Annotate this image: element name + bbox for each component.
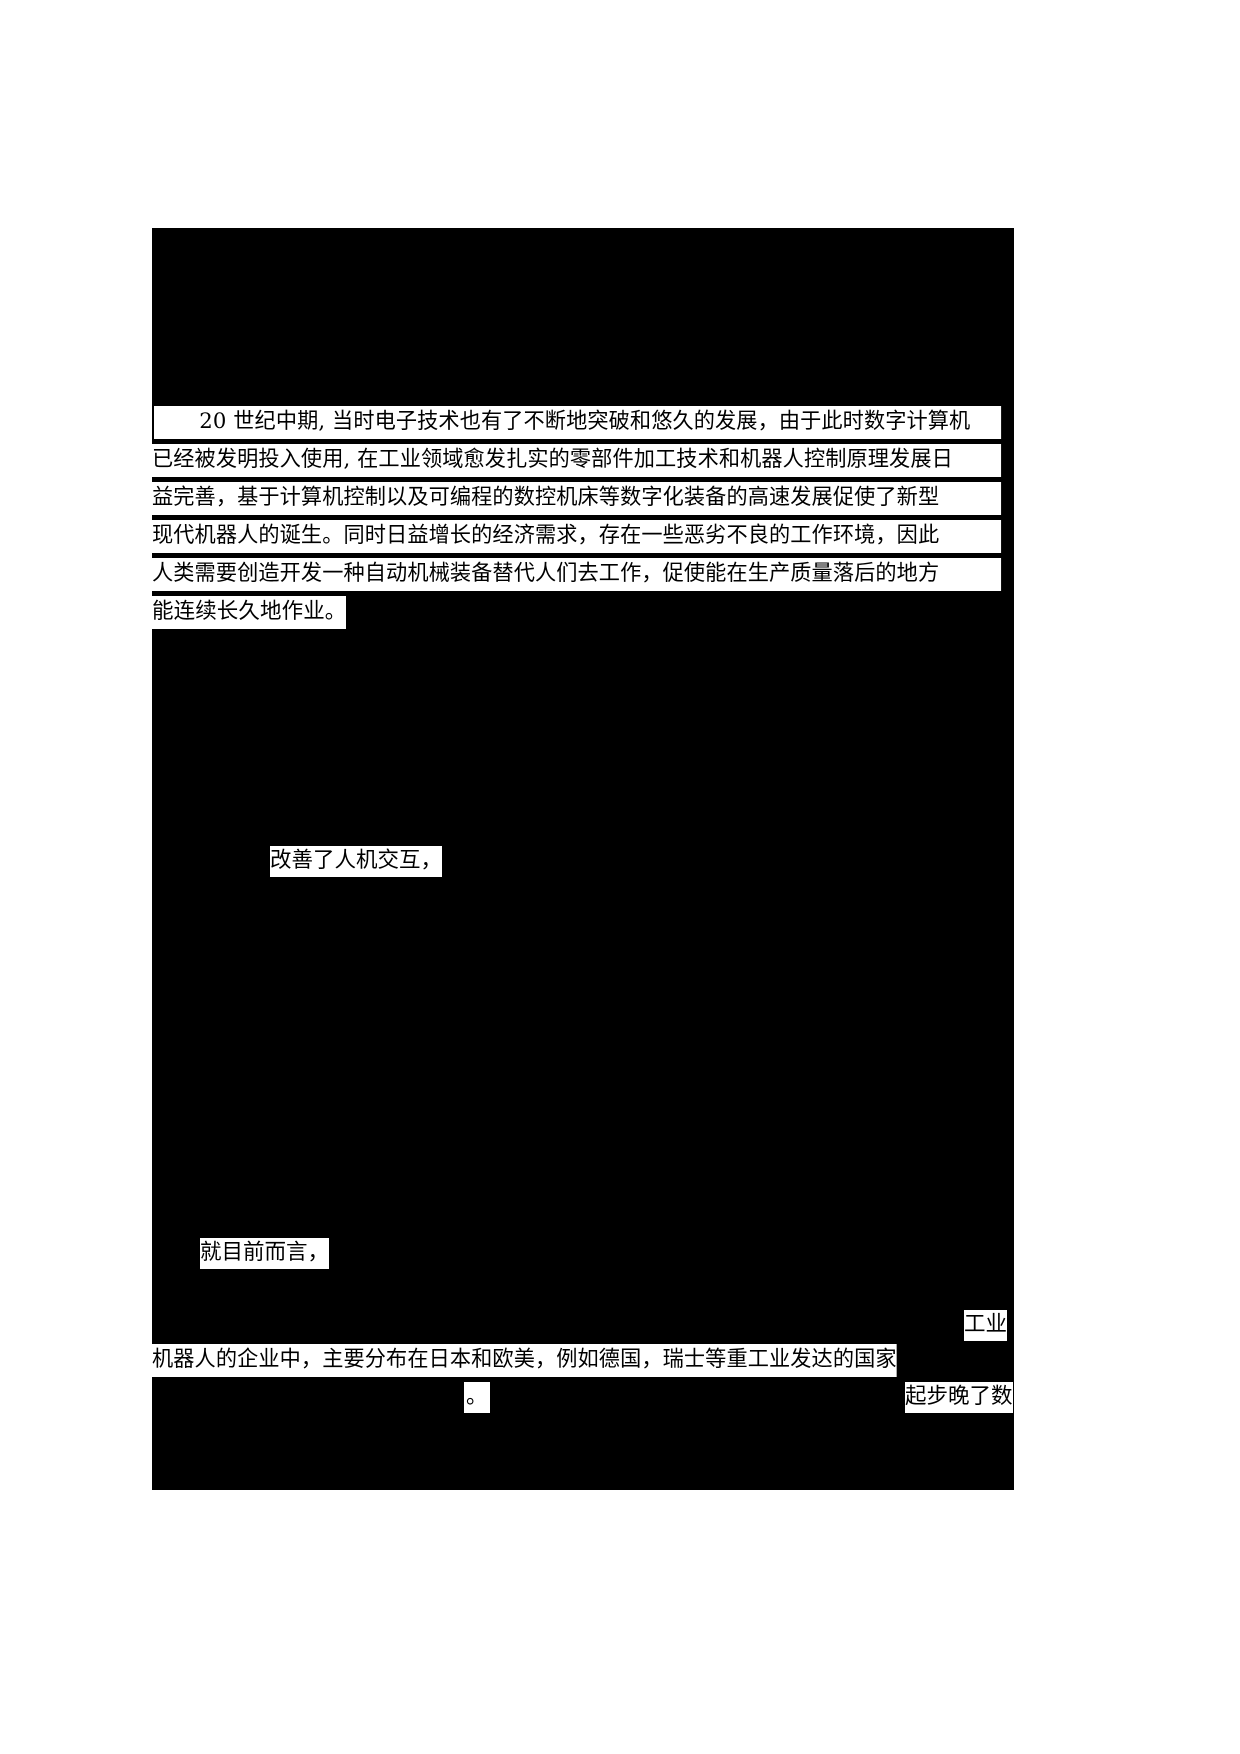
paragraph-line: 益完善，基于计算机控制以及可编程的数控机床等数字化装备的高速发展促使了新型 xyxy=(152,482,1002,515)
paragraph-line: 已经被发明投入使用, 在工业领域愈发扎实的零部件加工技术和机器人控制原理发展日 xyxy=(152,444,1002,477)
text-fragment-human-machine: 改善了人机交互， xyxy=(270,846,443,877)
paragraph-line: 人类需要创造开发一种自动机械装备替代人们去工作，促使能在生产质量落后的地方 xyxy=(152,558,1002,591)
text-fragment-late-start: 起步晚了数 xyxy=(905,1382,1013,1413)
document-text-layer: 20 世纪中期, 当时电子技术也有了不断地突破和悠久的发展，由于此时数字计算机 … xyxy=(152,228,1014,1490)
paragraph-line: 能连续长久地作业。 xyxy=(152,596,347,629)
paragraph-line: 现代机器人的诞生。同时日益增长的经济需求，存在一些恶劣不良的工作环境，因此 xyxy=(152,520,1002,553)
text-fragment-period: 。 xyxy=(464,1382,490,1413)
text-fragment-industrial: 工业 xyxy=(964,1310,1008,1341)
text-fragment-enterprise-line: 机器人的企业中，主要分布在日本和欧美，例如德国，瑞士等重工业发达的国家 xyxy=(152,1344,897,1377)
paragraph-line: 20 世纪中期, 当时电子技术也有了不断地突破和悠久的发展，由于此时数字计算机 xyxy=(154,406,1002,439)
text-fragment-at-present: 就目前而言， xyxy=(200,1238,330,1269)
